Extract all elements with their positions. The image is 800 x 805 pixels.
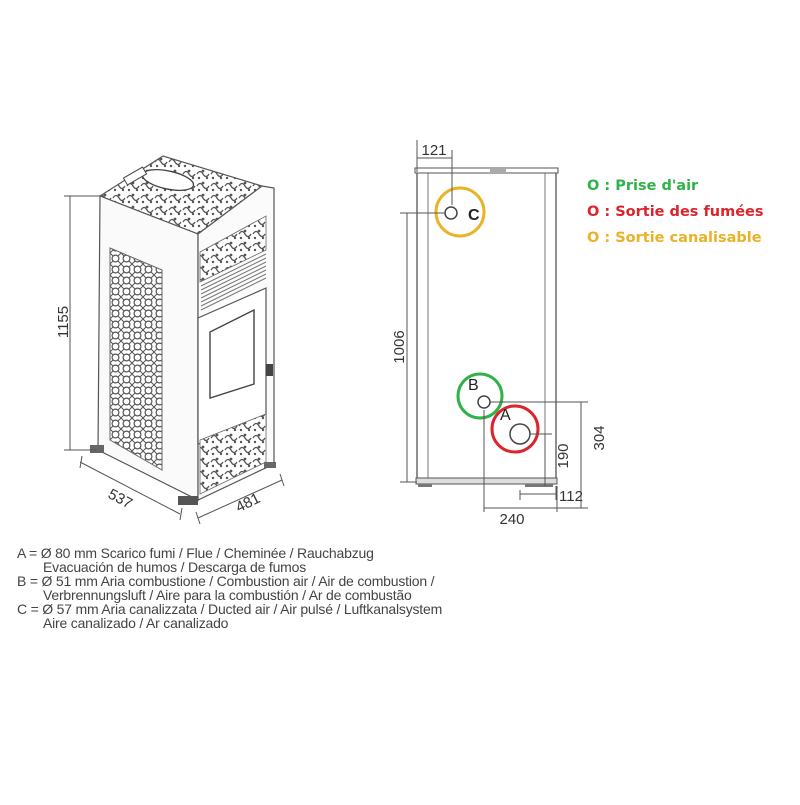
- dimension-top-offset: [416, 140, 453, 205]
- port-b-icon: [477, 395, 491, 409]
- front-louvres: [200, 253, 267, 311]
- label-481: 481: [233, 490, 263, 516]
- side-top-handle: [490, 168, 506, 173]
- note-a-line1: A = Ø 80 mm Scarico fumi / Flue / Chemin…: [17, 545, 374, 561]
- door-handle-icon: [266, 364, 273, 376]
- label-112: 112: [559, 488, 583, 505]
- side-base: [415, 477, 558, 485]
- side-grille: [109, 247, 163, 471]
- side-top-cap: [414, 167, 559, 174]
- label-121: 121: [421, 142, 446, 159]
- note-b-line2: Verbrennungsluft / Aire para la combusti…: [43, 587, 412, 603]
- note-b-line1: B = Ø 51 mm Aria combustione / Combustio…: [17, 573, 435, 589]
- note-c-line2: Aire canalizado / Ar canalizado: [43, 615, 229, 631]
- dimension-offset-112: [519, 486, 557, 500]
- label-1155: 1155: [55, 306, 72, 338]
- port-b-ring: [456, 372, 504, 420]
- dimension-height-total: [64, 195, 100, 451]
- label-190: 190: [555, 443, 572, 468]
- note-c-line1: C = Ø 57 mm Aria canalizzata / Ducted ai…: [17, 601, 443, 617]
- port-a-ring: [490, 404, 540, 454]
- dimension-offset-240: [483, 410, 558, 512]
- dimension-width: [195, 473, 285, 525]
- dimension-height-a-total: [490, 401, 588, 509]
- legend: O : Prise d'air O : Sortie des fumées O …: [587, 173, 764, 251]
- notes: A = Ø 80 mm Scarico fumi / Flue / Chemin…: [17, 546, 442, 630]
- marker-a: A: [500, 407, 511, 424]
- side-foot: [525, 484, 553, 487]
- legend-item-ducted-outlet: O : Sortie canalisable: [587, 230, 762, 246]
- stove-foot: [264, 462, 276, 468]
- stove-foot: [90, 445, 104, 453]
- label-537: 537: [105, 486, 135, 513]
- side-foot: [418, 484, 432, 487]
- front-ornament-top: [199, 215, 267, 283]
- dimension-height-c: [400, 212, 445, 483]
- label-1006: 1006: [391, 330, 408, 363]
- stove-perspective: [90, 155, 276, 505]
- label-240: 240: [499, 511, 524, 528]
- legend-item-air-intake: O : Prise d'air: [587, 178, 699, 194]
- port-a-icon: [509, 423, 531, 445]
- dimension-depth: [79, 455, 183, 521]
- legend-item-flue-outlet: O : Sortie des fumées: [587, 204, 764, 220]
- marker-c: C: [468, 207, 480, 224]
- display-icon: [122, 166, 148, 186]
- note-a-line2: Evacuación de humos / Descarga de fumos: [43, 559, 307, 575]
- port-c-icon: [444, 206, 458, 220]
- door-glass: [209, 308, 255, 399]
- stove-foot: [178, 496, 198, 505]
- label-304: 304: [591, 425, 608, 450]
- marker-b: B: [468, 377, 479, 394]
- dimension-height-a: [530, 433, 552, 486]
- port-c-ring: [434, 186, 486, 238]
